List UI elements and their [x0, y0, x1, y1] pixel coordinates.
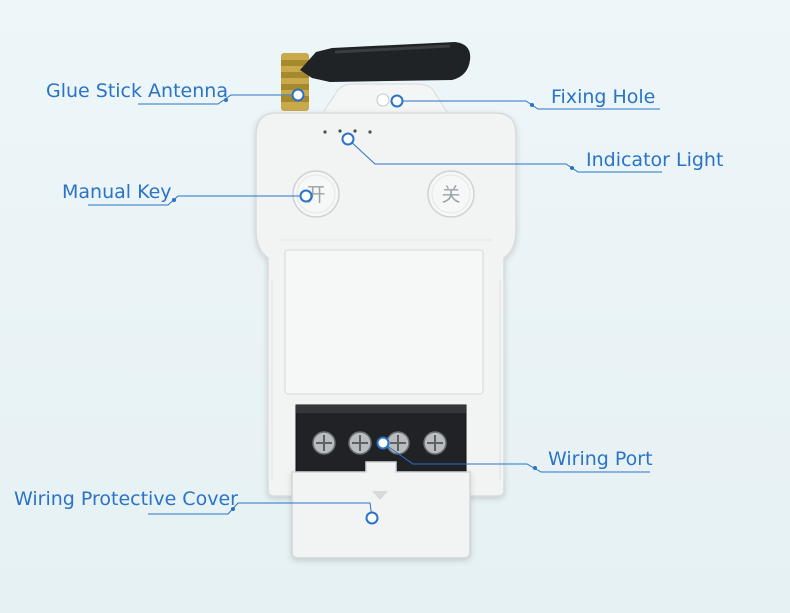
target-indicator-light	[341, 132, 355, 146]
label-indicator-light: Indicator Light	[586, 149, 724, 171]
key-off-glyph: 关	[441, 184, 460, 206]
target-wiring-port	[376, 436, 390, 450]
target-manual-key	[299, 189, 313, 203]
manual-key-on	[292, 170, 340, 218]
indicator-lights	[323, 129, 372, 134]
terminal-screws	[312, 431, 447, 455]
fixing-hole-left	[376, 93, 390, 107]
target-fixing-hole	[390, 94, 404, 108]
callout-target-rings	[291, 88, 404, 525]
side-ribs	[267, 280, 505, 480]
down-arrow-icon	[372, 491, 388, 500]
leader-small-dots	[172, 98, 574, 511]
target-protective-cover	[365, 511, 379, 525]
antenna	[281, 42, 471, 111]
wiring-protective-cover	[291, 461, 471, 559]
label-fixing-hole: Fixing Hole	[551, 86, 656, 108]
label-recess	[284, 249, 484, 395]
label-glue-stick-antenna: Glue Stick Antenna	[46, 80, 228, 102]
target-antenna	[291, 88, 305, 102]
manual-key-off	[427, 170, 475, 218]
key-on-glyph: 开	[306, 184, 325, 206]
label-wiring-protective-cover: Wiring Protective Cover	[14, 488, 238, 510]
label-manual-key: Manual Key	[62, 181, 172, 203]
label-wiring-port: Wiring Port	[548, 448, 653, 470]
